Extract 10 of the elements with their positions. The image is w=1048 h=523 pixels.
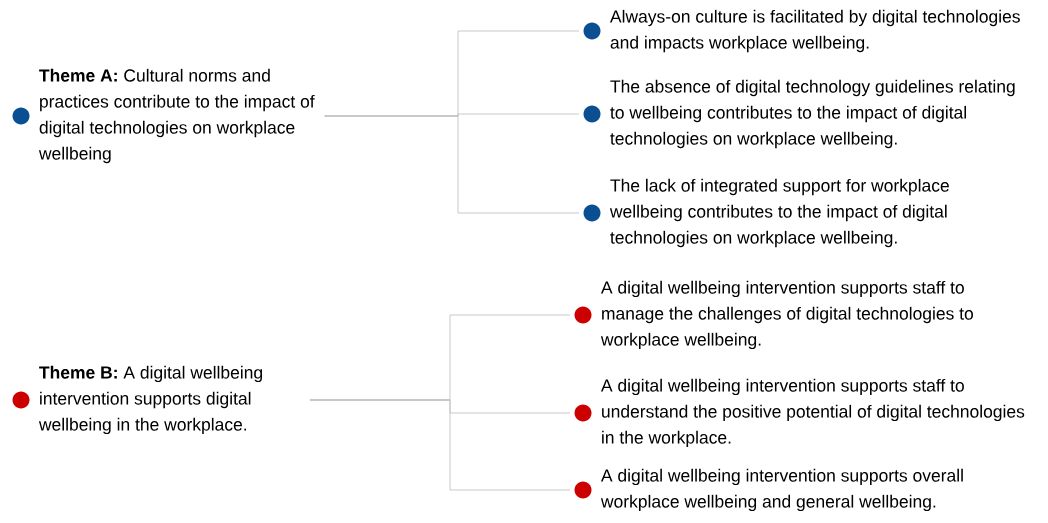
connector-line (309, 399, 571, 491)
subtheme-item: A digital wellbeing intervention supports staff to manage the challenges of digital technologies to workplace wellbeing. (574, 280, 973, 350)
subtheme-item: The lack of integrated support for workplace wellbeing contributes to the impact of digital technologies on workplace wellbeing. (583, 178, 949, 248)
subtheme-item: Always-on culture is facilitated by digital technologies and impacts workplace wellbeing. (583, 9, 1020, 53)
theme-item: Theme A: Cultural norms and practices contribute to the impact of digital technologies on workplace wellbeing (12, 68, 315, 164)
subtheme-item: A digital wellbeing intervention supports staff to understand the positive potential of digital technologies in the workplace. (574, 378, 1025, 448)
theme-item: Theme B: A digital wellbeing intervention supports digital wellbeing in the workplace. (12, 365, 263, 435)
connector-line (324, 115, 580, 214)
subtheme-item: A digital wellbeing intervention supports overall workplace wellbeing and general wellbeing. (574, 468, 963, 512)
subtheme-item: The absence of digital technology guidelines relating to wellbeing contributes to the impact of digital technologies on workplace wellbeing. (583, 79, 1015, 149)
